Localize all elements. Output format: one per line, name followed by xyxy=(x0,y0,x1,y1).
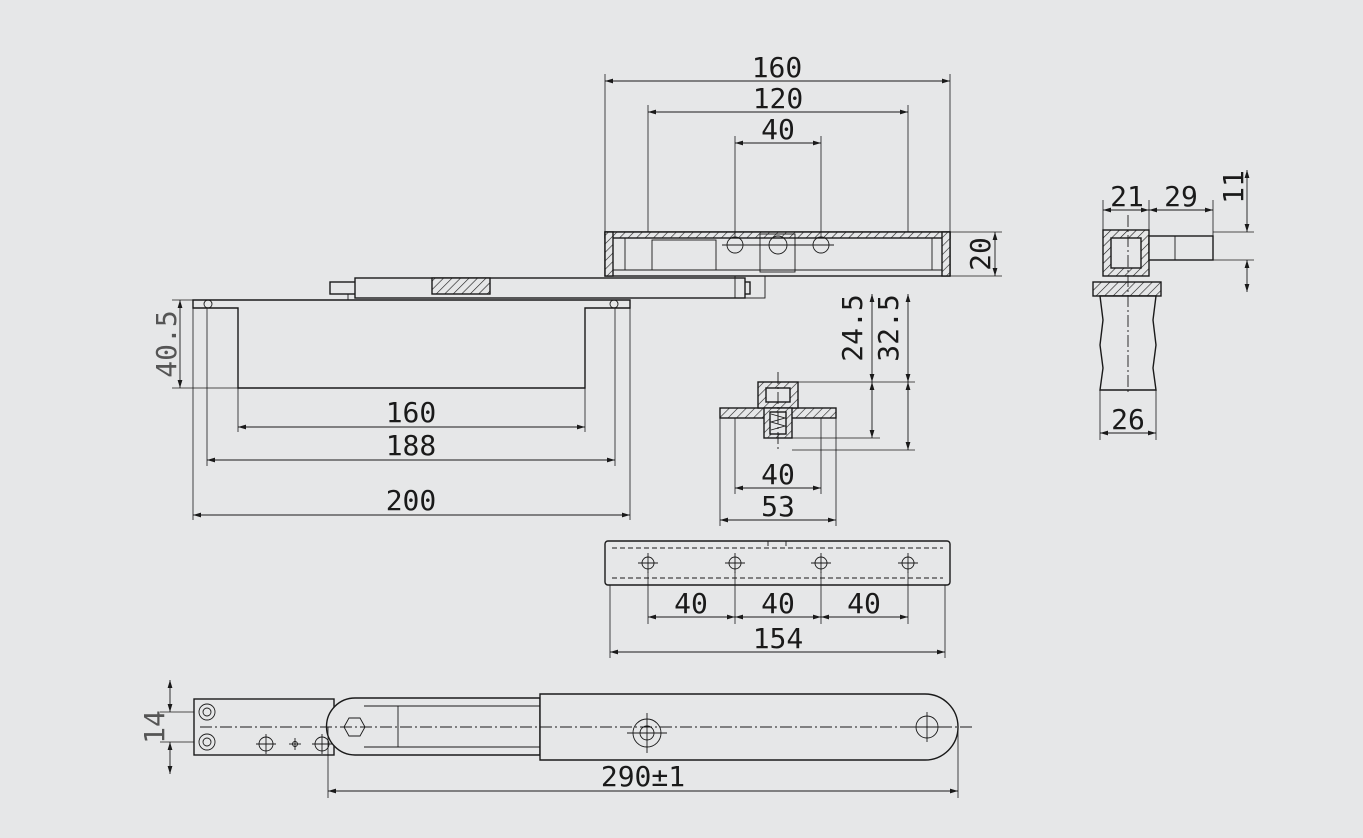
side-shoe xyxy=(1092,281,1162,297)
arm-link-short xyxy=(325,697,541,756)
body-hatch-left xyxy=(604,231,614,277)
arm-hole-icon xyxy=(312,734,332,754)
dim-plate-s2: 40 xyxy=(761,587,795,620)
dim-top-overall: 160 xyxy=(752,51,803,84)
plate-hole-2 xyxy=(725,553,745,573)
body-hatch-top xyxy=(604,231,951,239)
dim-top-inner: 120 xyxy=(753,82,804,115)
dim-section-h1: 24.5 xyxy=(836,294,869,361)
slide-rail xyxy=(354,277,746,299)
dim-arm-length: 290±1 xyxy=(601,760,685,793)
dim-top-height: 20 xyxy=(964,237,997,271)
arm-hole-icon xyxy=(256,734,276,754)
slide-block xyxy=(431,277,491,295)
dim-bracket-inner: 160 xyxy=(386,396,437,429)
dim-bracket-outer: 200 xyxy=(386,484,437,517)
section-view: 24.5 32.5 40 53 xyxy=(719,294,915,526)
arm-pivot-icon xyxy=(627,713,667,753)
bracket-view: 160 188 200 40.5 xyxy=(150,299,631,520)
arm-view: 14 290±1 xyxy=(138,680,975,798)
plate-view: 40 40 40 154 xyxy=(604,540,951,658)
side-arm xyxy=(1148,235,1214,261)
arm-screw-icon xyxy=(198,733,216,751)
dim-section-h2: 32.5 xyxy=(872,294,905,361)
dim-side-bottom: 26 xyxy=(1111,403,1145,436)
arm-hole-icon xyxy=(289,738,301,750)
dim-side-top: 11 xyxy=(1217,170,1250,204)
dim-section-w2: 53 xyxy=(761,490,795,523)
arm-screw-icon xyxy=(198,703,216,721)
dim-top-holes: 40 xyxy=(761,113,795,146)
dim-bracket-height: 40.5 xyxy=(150,310,183,377)
dim-arm-height: 14 xyxy=(138,710,171,744)
mounting-plate xyxy=(604,540,951,586)
side-view: 21 29 11 26 xyxy=(1092,170,1254,440)
plate-hole-3 xyxy=(811,553,831,573)
dim-section-w1: 40 xyxy=(761,458,795,491)
dim-bracket-mid: 188 xyxy=(386,429,437,462)
bracket-body xyxy=(192,299,631,389)
dim-side-left: 21 xyxy=(1110,180,1144,213)
dim-plate-s3: 40 xyxy=(847,587,881,620)
dim-plate-total: 154 xyxy=(753,622,804,655)
plate-hole-1 xyxy=(638,553,658,573)
body-hatch-right xyxy=(941,231,951,277)
top-view: 160 120 40 20 xyxy=(329,51,1002,300)
dim-side-right: 29 xyxy=(1164,180,1198,213)
plate-hole-4 xyxy=(898,553,918,573)
dim-plate-s1: 40 xyxy=(674,587,708,620)
